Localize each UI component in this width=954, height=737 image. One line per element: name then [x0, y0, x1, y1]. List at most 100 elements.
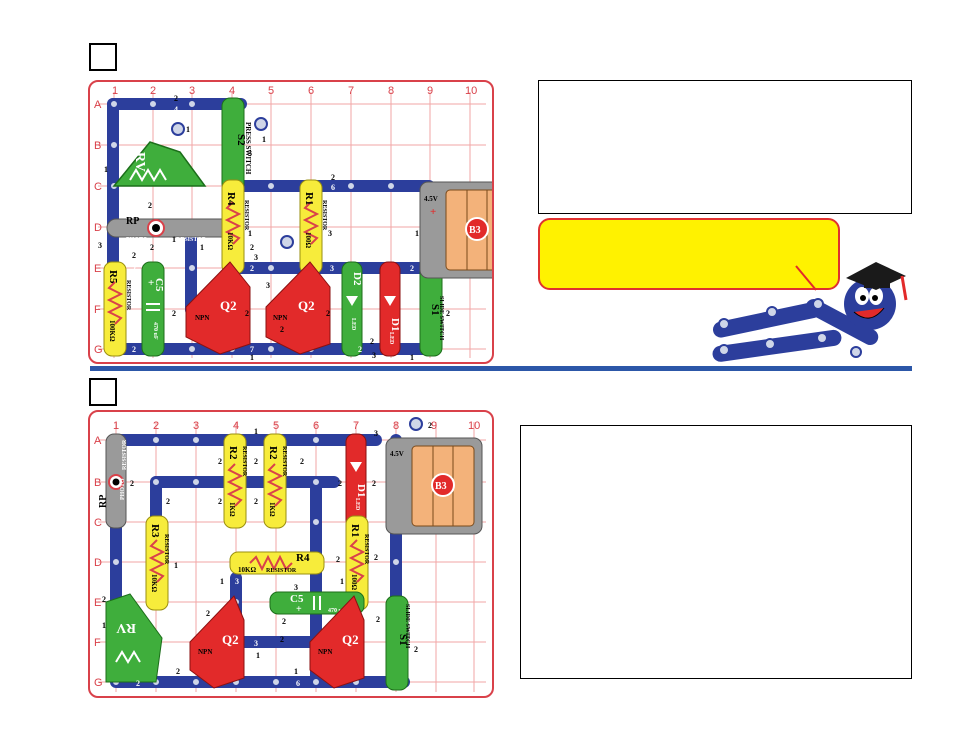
snap-number: 2	[218, 457, 222, 466]
snap-number: 2	[300, 457, 304, 466]
snap-number: 1	[104, 165, 108, 174]
col-label: 8	[393, 420, 399, 432]
snap-number: 2	[245, 309, 249, 318]
snap-number: 1	[415, 229, 419, 238]
row-label: C	[94, 517, 102, 529]
b3-label: B3	[435, 481, 447, 492]
r5-type: RESISTOR	[125, 280, 131, 311]
row-label: D	[94, 557, 102, 569]
rv-component: RV	[105, 593, 163, 683]
col-label: 3	[189, 85, 195, 97]
col-label: 1	[113, 420, 119, 432]
snap-number: 1	[250, 353, 254, 362]
s1-label: S1	[429, 304, 441, 316]
b3-voltage: 4.5V	[424, 195, 438, 203]
s2-component: S2 PRESS SWITCH	[221, 97, 252, 193]
snap-number: 2	[376, 615, 380, 624]
graduation-cap-icon	[846, 262, 908, 301]
row-label: E	[94, 263, 101, 275]
q2-label: Q2	[298, 298, 315, 313]
snap-number: 7	[250, 345, 254, 354]
r2-value: 1KΩ	[228, 502, 236, 517]
snap-number: 3	[330, 264, 334, 273]
snap-number: 2	[280, 635, 284, 644]
r2-type: RESISTOR	[241, 446, 247, 477]
r5-component: R5 100KΩ RESISTOR	[103, 261, 131, 357]
rp-resistor: RESISTOR	[122, 439, 128, 470]
snap-number: 1	[254, 427, 258, 436]
col-label: 4	[233, 420, 239, 432]
snap-number: 3	[248, 149, 252, 158]
snap-number: 3	[374, 429, 378, 438]
snap-number: 3	[254, 253, 258, 262]
s1-label: S1	[397, 634, 409, 646]
snap-number: 3	[254, 639, 258, 648]
r3-value: 10KΩ	[150, 574, 158, 592]
snap-number: 2	[331, 173, 335, 182]
snap-number: 1	[186, 125, 190, 134]
d1-type: LED	[354, 498, 360, 511]
s1-type: SLIDE SWITCH	[438, 296, 444, 341]
snap-number: 2	[148, 201, 152, 210]
r4-value: 10KΩ	[238, 566, 256, 574]
col-label: 7	[348, 85, 354, 97]
snap-number: 1	[294, 667, 298, 676]
snap-number: 2	[132, 345, 136, 354]
snap-number: 3	[98, 241, 102, 250]
circuit-diagram-top: 1 2 3 4 5 6 7 8 9 10 A B C D E F G	[94, 85, 492, 362]
q2-label: Q2	[220, 298, 237, 313]
snap-number: 4	[174, 105, 178, 114]
col-label: 2	[150, 85, 156, 97]
d1-label: D1	[389, 318, 401, 331]
s1-slide-switch: S1 SLIDE SWITCH	[385, 595, 410, 691]
r4-type: RESISTOR	[266, 568, 297, 574]
snap-number: 2	[414, 645, 418, 654]
snap-number: 2	[250, 243, 254, 252]
row-label: E	[94, 597, 101, 609]
rp-photo: PHOTO	[120, 478, 126, 500]
row-label: A	[94, 435, 102, 447]
row-label: B	[94, 477, 101, 489]
c5-value: 470 uF	[328, 608, 346, 614]
s2-label: S2	[235, 134, 247, 146]
snap-number: 3	[328, 229, 332, 238]
d1-led: D1 LED	[345, 433, 367, 529]
snap-number: 3	[266, 281, 270, 290]
snap-number: 2	[132, 251, 136, 260]
row-label: F	[94, 304, 101, 316]
r2-label: R2	[267, 446, 279, 460]
col-label: 9	[427, 85, 433, 97]
snap-number: 6	[296, 679, 300, 688]
d2-led: D2 LED	[341, 261, 363, 357]
instruction-text-box-top	[538, 80, 912, 214]
snap-number: 1	[410, 353, 414, 362]
row-label: F	[94, 637, 101, 649]
c5-component: C5 + 470 uF	[269, 591, 365, 615]
q2-transistor-left: Q2 NPN	[189, 595, 245, 689]
q2-transistor-right: Q2 NPN	[309, 595, 365, 689]
q2-label: Q2	[342, 632, 359, 647]
snap-number: 2	[372, 479, 376, 488]
snap-number: 2	[150, 243, 154, 252]
snap-number: 2	[174, 94, 178, 103]
r4-label: R4	[296, 552, 310, 564]
q2-transistor-right: Q2 NPN	[265, 261, 331, 355]
r3-component: R3 10KΩ RESISTOR	[145, 515, 169, 611]
r4-component: R4 10KΩ RESISTOR	[221, 179, 249, 275]
s2-type: PRESS SWITCH	[244, 122, 252, 175]
q2-type: NPN	[195, 314, 209, 322]
r1-label: R1	[303, 192, 315, 205]
mascot-snap-body	[712, 298, 879, 362]
r1-value: 100Ω	[350, 574, 358, 591]
r1-component: R1 100Ω RESISTOR	[299, 179, 327, 275]
col-label: 8	[388, 85, 394, 97]
row-label: G	[94, 677, 103, 689]
rv-component: RV	[112, 141, 207, 187]
col-label: 10	[465, 85, 477, 97]
snap-number: 2	[130, 479, 134, 488]
q2-label: Q2	[222, 632, 239, 647]
project-number-box-top	[89, 43, 117, 71]
snap-number: 1	[262, 135, 266, 144]
row-label: D	[94, 222, 102, 234]
circuit-diagram-bottom: 1 2 3 4 5 6 7 8 9 10 A B C D E F G	[94, 417, 486, 692]
